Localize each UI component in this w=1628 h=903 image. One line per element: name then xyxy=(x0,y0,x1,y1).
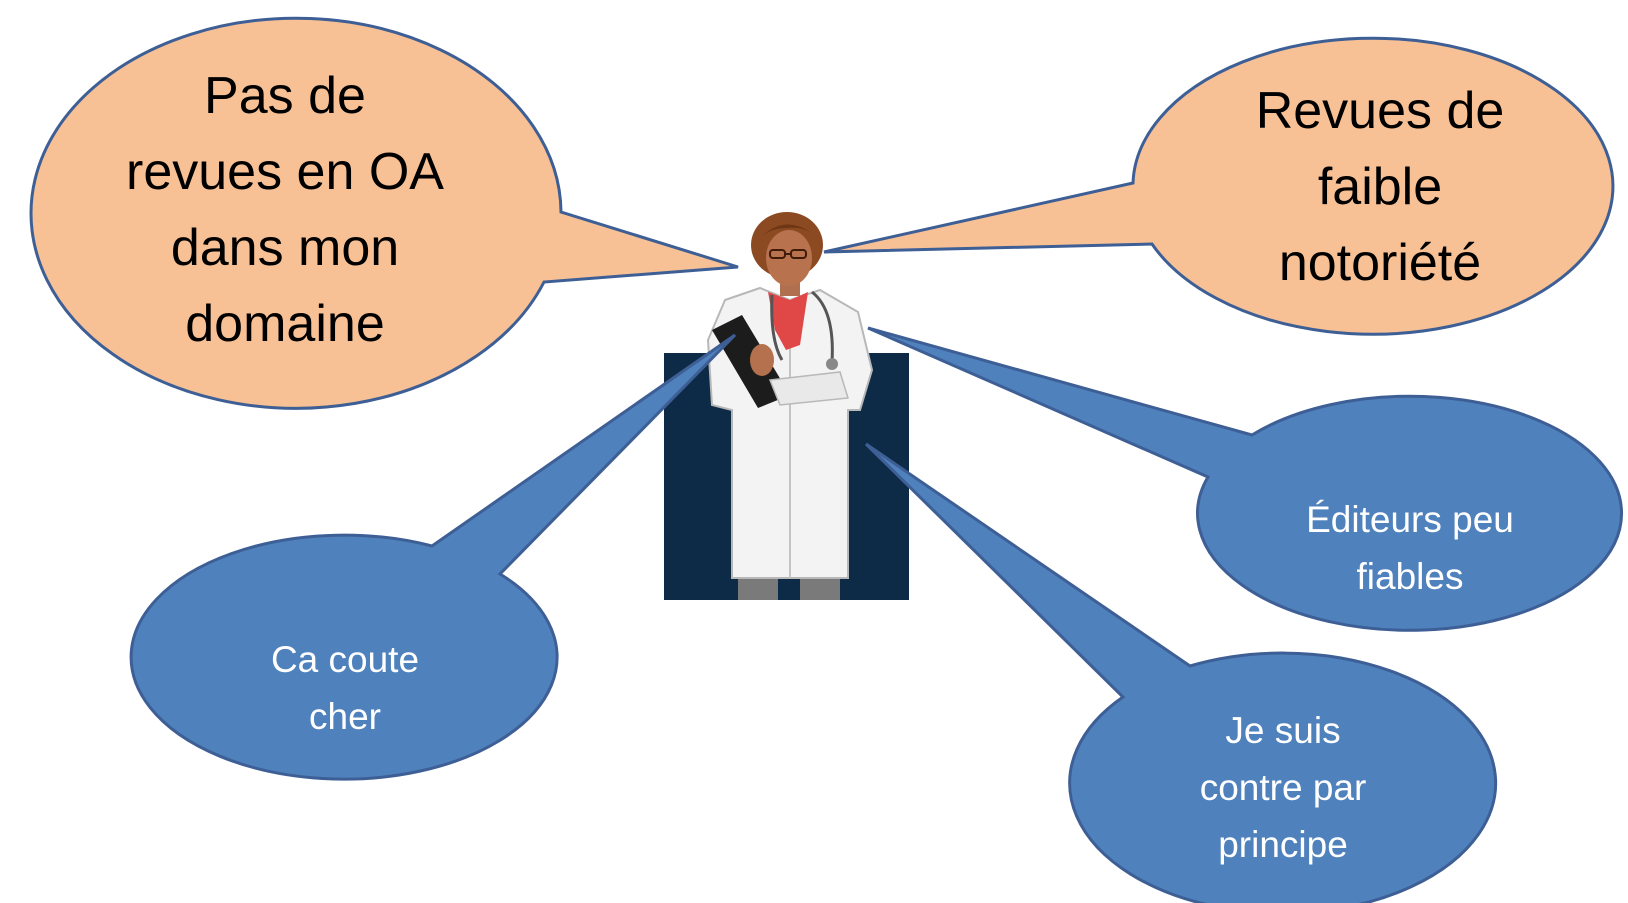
bubble-line: fiables xyxy=(1356,555,1464,597)
bubble-line: Pas de xyxy=(204,67,366,125)
bubble-line: domaine xyxy=(185,295,385,353)
bubble-line: revues en OA xyxy=(126,143,444,201)
speech-bubble-top-right xyxy=(823,36,1615,336)
bubble-text-top-right: Revues de faible notoriété xyxy=(1140,72,1620,302)
bubble-text-mid-right: Éditeurs peu fiables xyxy=(1205,460,1615,635)
speech-bubble-top-left xyxy=(29,16,739,410)
speech-bubble-mid-right xyxy=(867,326,1624,632)
bubble-line: principe xyxy=(1218,824,1348,865)
bubble-line: dans mon xyxy=(170,219,400,277)
bubble-text-bottom-left: Ca coute cher xyxy=(140,600,550,775)
bubble-line: notoriété xyxy=(1278,234,1482,292)
doctor-icon xyxy=(664,212,909,600)
bubble-text-bottom-right: Je suis contre par principe xyxy=(1078,690,1488,885)
speech-bubble-bottom-right xyxy=(864,442,1498,903)
bubble-line: Revues de xyxy=(1255,82,1505,140)
bubble-line: Éditeurs peu xyxy=(1306,498,1514,540)
speech-bubble-bottom-left xyxy=(129,333,737,781)
bubble-line: Ca coute xyxy=(270,638,420,680)
bubble-line: contre par xyxy=(1199,767,1367,808)
bubble-line: faible xyxy=(1317,158,1443,216)
bubble-text-top-left: Pas de revues en OA dans mon domaine xyxy=(30,60,540,360)
bubble-line: cher xyxy=(309,695,381,737)
bubble-line: Je suis xyxy=(1225,710,1341,751)
